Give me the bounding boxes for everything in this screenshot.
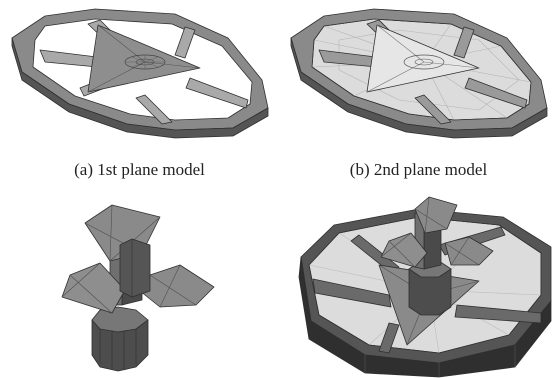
assembled-model-render [298,196,552,378]
caption-second-plane-model: (b) 2nd plane model [349,160,488,179]
caption-first-plane-model: (a) 1st plane model [74,160,205,179]
second-plane-model-render [290,8,548,139]
hub-and-petals-model-render [61,204,215,372]
first-plane-model-render [11,8,269,139]
